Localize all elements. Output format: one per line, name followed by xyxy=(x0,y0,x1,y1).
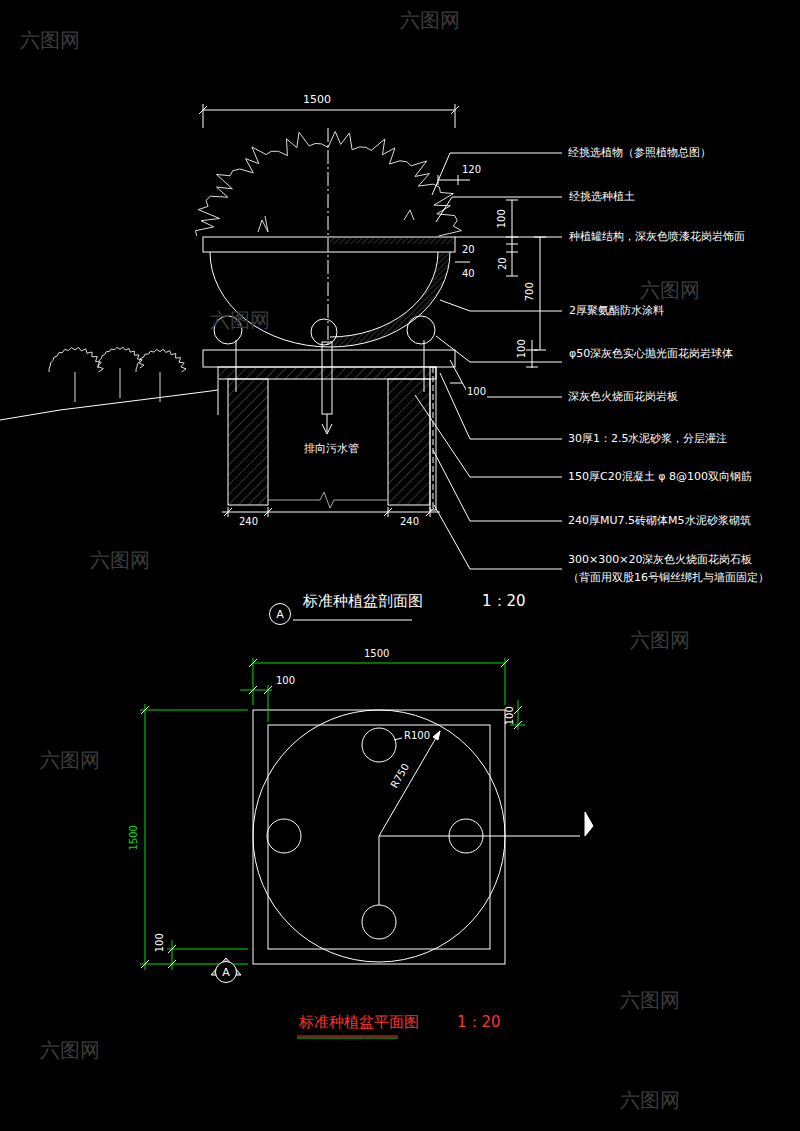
dimension: 100 xyxy=(154,933,166,952)
annotation: 300×300×20深灰色火烧面花岗石板 xyxy=(568,554,752,567)
dimension: 700 xyxy=(524,282,536,301)
dimension: 1500 xyxy=(128,825,140,850)
dimension: 100 xyxy=(466,386,487,398)
dimension: 100 xyxy=(504,706,516,725)
scale: 1：20 xyxy=(457,1014,501,1031)
dimension: 20 xyxy=(461,244,476,256)
dimension: 240 xyxy=(238,516,259,528)
drawing-title: 标准种植盆平面图 xyxy=(299,1014,419,1031)
watermark: 六图网 xyxy=(640,279,700,302)
watermark: 六图网 xyxy=(90,549,150,572)
dimension: 240 xyxy=(399,516,420,528)
annotation: 240厚MU7.5砖砌体M5水泥砂浆砌筑 xyxy=(568,515,751,528)
dimension: 120 xyxy=(461,164,482,176)
marker-letter: A xyxy=(222,967,230,978)
annotation: 深灰色火烧面花岗岩板 xyxy=(568,391,678,404)
dimension: 1500 xyxy=(364,648,389,660)
watermark: 六图网 xyxy=(20,29,80,52)
dimension: 40 xyxy=(461,268,476,280)
dimension: 20 xyxy=(496,258,508,271)
annotation: （背面用双股16号铜丝绑扎与墙面固定） xyxy=(568,572,769,585)
drawing-title: 标准种植盆剖面图 xyxy=(303,593,423,610)
scale: 1：20 xyxy=(482,593,526,610)
annotation: 150厚C20混凝土 φ 8@100双向钢筋 xyxy=(568,471,752,484)
watermark: 六图网 xyxy=(210,309,270,332)
annotation: 30厚1：2.5水泥砂浆，分层灌注 xyxy=(568,433,728,446)
watermark: 六图网 xyxy=(40,749,100,772)
dimension: 100 xyxy=(496,209,508,228)
dimension: 100 xyxy=(276,675,295,687)
section-marker: A xyxy=(215,961,237,983)
watermark: 六图网 xyxy=(400,9,460,32)
dimension: 100 xyxy=(516,339,528,358)
annotation: 经挑选植物（参照植物总图） xyxy=(568,147,711,160)
annotation: 2厚聚氨酯防水涂料 xyxy=(568,305,665,318)
annotation: 种植罐结构，深灰色喷漆花岗岩饰面 xyxy=(568,231,746,244)
watermark: 六图网 xyxy=(620,989,680,1012)
watermark: 六图网 xyxy=(40,1039,100,1062)
watermark: 六图网 xyxy=(620,1089,680,1112)
dimension: 1500 xyxy=(303,94,331,107)
radius-label: R100 xyxy=(404,730,430,742)
annotation: φ50深灰色实心抛光面花岗岩球体 xyxy=(568,348,734,361)
marker-letter: A xyxy=(276,609,284,620)
annotation: 经挑选种植土 xyxy=(568,191,636,204)
watermark: 六图网 xyxy=(630,629,690,652)
section-marker: A xyxy=(269,603,291,625)
drain-note: 排向污水管 xyxy=(303,443,360,456)
